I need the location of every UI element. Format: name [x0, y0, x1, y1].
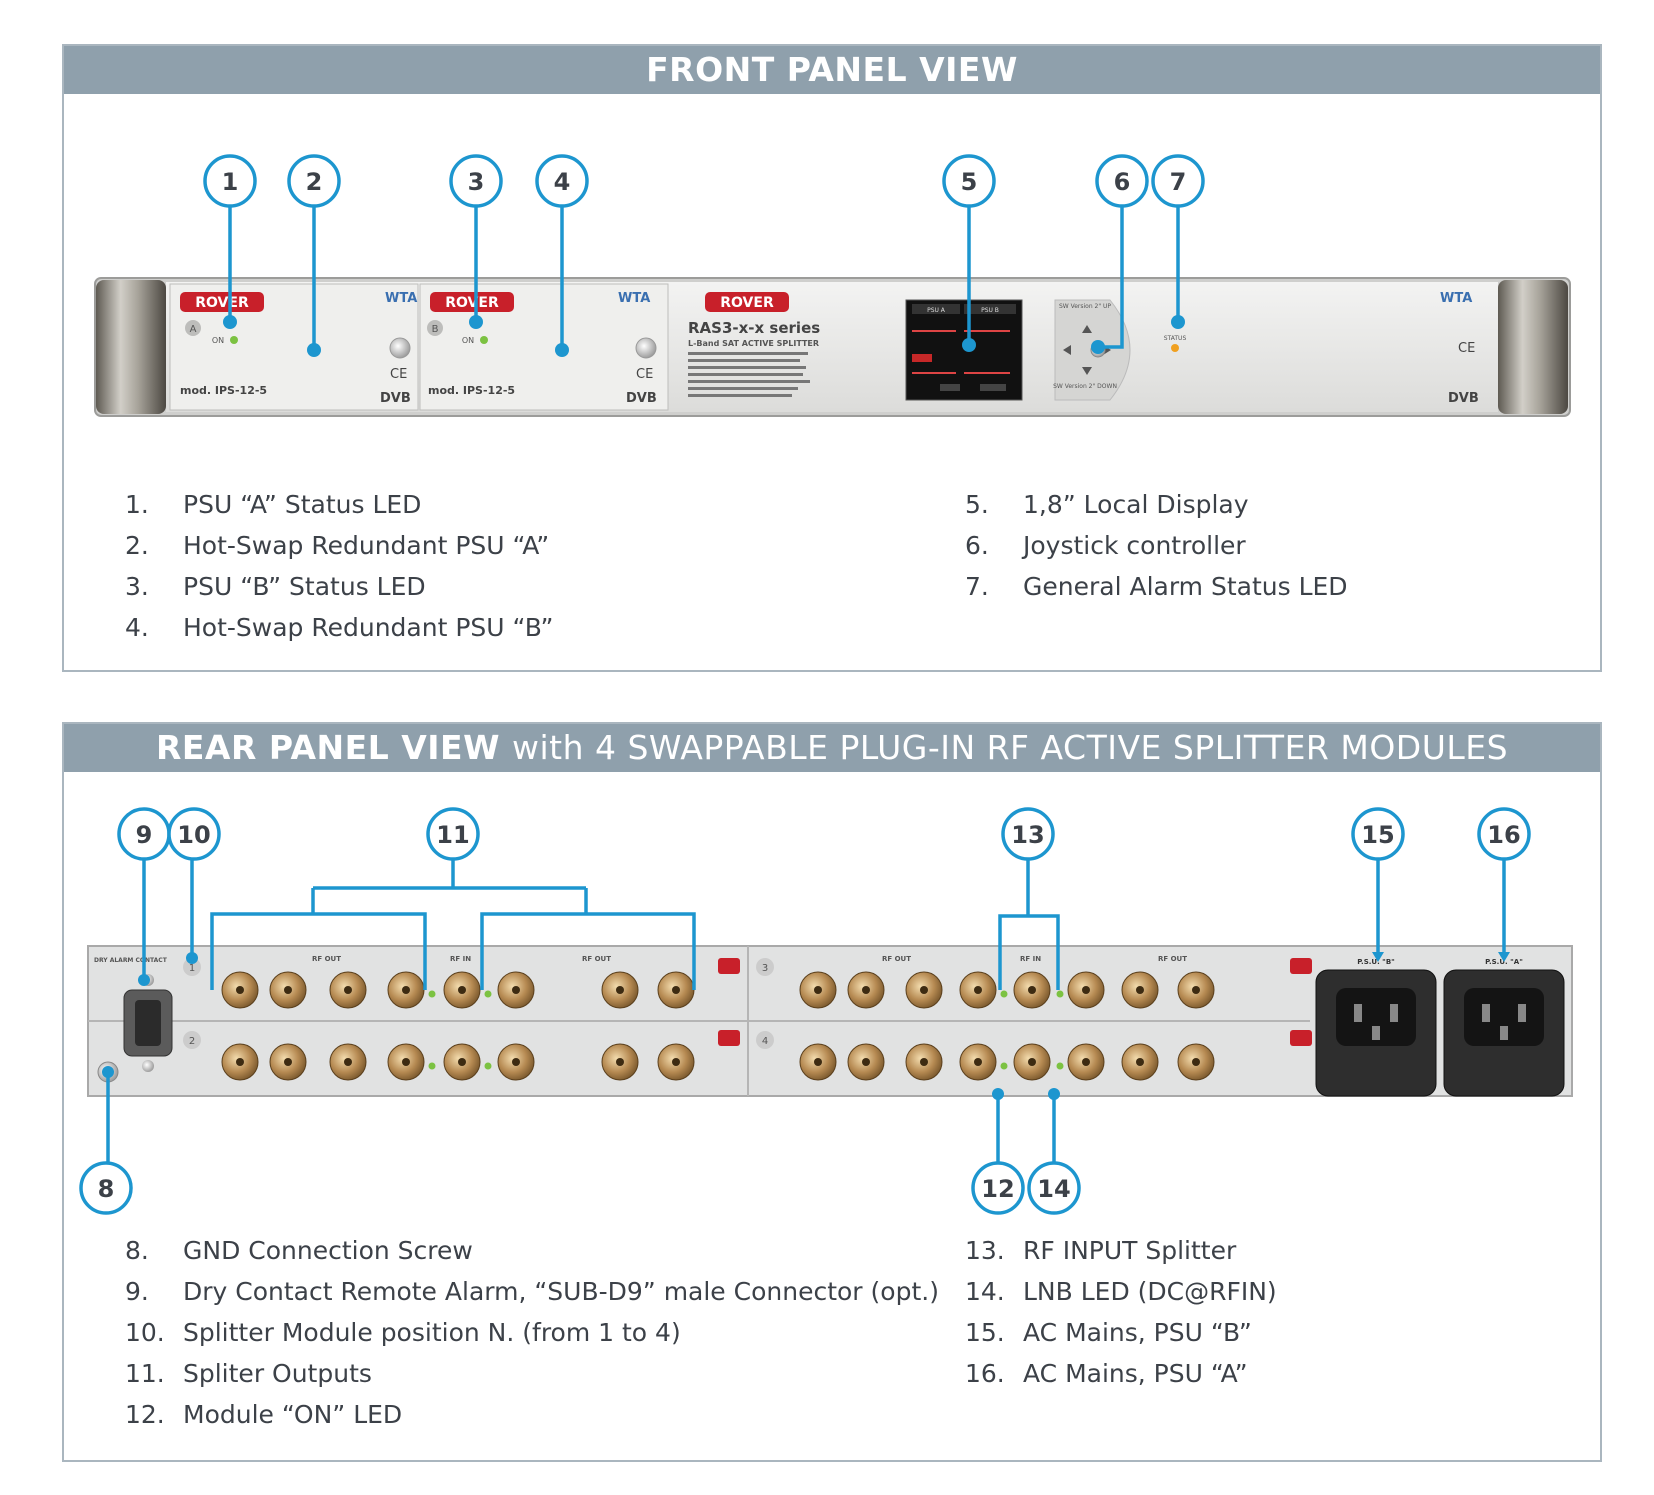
- callout-11: 11: [426, 807, 480, 861]
- rear-panel-title: REAR PANEL VIEW: [155, 728, 500, 767]
- callout-4: 4: [535, 154, 589, 208]
- svg-text:10: 10: [177, 821, 210, 849]
- front-callouts: 1 2 3 4 5 6 7: [203, 154, 1205, 208]
- callout-13: 13: [1001, 807, 1055, 861]
- dry-alarm-text: DRY ALARM CONTACT: [94, 957, 168, 964]
- rf-out-label-1: RF OUT: [312, 955, 341, 963]
- right-rack-handle: [1498, 280, 1568, 414]
- callout-12: 12: [971, 1161, 1025, 1215]
- brand-logo-main: ROVER: [720, 295, 774, 311]
- svg-text:1: 1: [222, 168, 239, 196]
- svg-text:12: 12: [981, 1175, 1014, 1203]
- ac-inlet-psu-b: P.S.U. "B": [1315, 958, 1437, 1097]
- front-legend-left: 1.PSU “A” Status LED 2.Hot-Swap Redundan…: [125, 490, 554, 642]
- rear-callout-arrows: [1372, 952, 1510, 962]
- callout-9: 9: [117, 807, 171, 861]
- svg-text:5: 5: [961, 168, 978, 196]
- status-text: STATUS: [1164, 335, 1187, 342]
- callout-1: 1: [203, 154, 257, 208]
- slot-4-tag: 4: [762, 1036, 768, 1047]
- svg-text:CE: CE: [636, 367, 653, 382]
- psu-b-on-text: ON: [462, 336, 474, 345]
- ac-inlet-psu-a: P.S.U. "A": [1443, 958, 1565, 1097]
- sw-down-text: SW Version 2" DOWN: [1053, 383, 1117, 390]
- svg-text:13: 13: [1011, 821, 1044, 849]
- psu-a-on-text: ON: [212, 336, 224, 345]
- callout-10: 10: [167, 807, 221, 861]
- svg-text:DVB: DVB: [626, 391, 657, 406]
- psu-b-inlet-label: P.S.U. "B": [1357, 958, 1395, 966]
- sw-up-text: SW Version 2" UP: [1059, 303, 1111, 310]
- brand-logo-b: ROVER: [445, 295, 499, 311]
- rear-legend-left: 8.GND Connection Screw 9.Dry Contact Rem…: [125, 1236, 939, 1429]
- svg-text:CE: CE: [1458, 341, 1475, 356]
- svg-text:6: 6: [1114, 168, 1131, 196]
- front-panel-header: FRONT PANEL VIEW: [64, 46, 1600, 94]
- slot-2-tag: 2: [189, 1036, 195, 1047]
- svg-text:DVB: DVB: [1448, 391, 1479, 406]
- psu-b-model-text: mod. IPS-12-5: [428, 384, 515, 397]
- rf-connectors: [221, 971, 1215, 1081]
- svg-text:CE: CE: [390, 367, 407, 382]
- svg-text:WTA: WTA: [1440, 291, 1472, 306]
- svg-text:2: 2: [306, 168, 323, 196]
- svg-text:3: 3: [468, 168, 485, 196]
- main-module: ROVER RAS3-x-x series L-Band SAT ACTIVE …: [688, 291, 1479, 406]
- callout-5: 5: [942, 154, 996, 208]
- rear-callout-lines: [106, 858, 1506, 1162]
- status-led: [1171, 344, 1179, 352]
- svg-text:14: 14: [1037, 1175, 1070, 1203]
- svg-text:11: 11: [436, 821, 469, 849]
- rf-out-label-3: RF OUT: [882, 955, 911, 963]
- rf-out-label-2: RF OUT: [582, 955, 611, 963]
- rf-in-label-1: RF IN: [450, 955, 471, 963]
- rear-callouts: 9 10 11 13 15 16 8 12 14: [79, 807, 1531, 1215]
- callout-7: 7: [1151, 154, 1205, 208]
- callout-2: 2: [287, 154, 341, 208]
- slot-3-tag: 3: [762, 963, 768, 974]
- rear-panel-header: REAR PANEL VIEW with 4 SWAPPABLE PLUG-IN …: [64, 724, 1600, 772]
- rear-legend-right: 13.RF INPUT Splitter 14.LNB LED (DC@RFIN…: [965, 1236, 1277, 1388]
- callout-16: 16: [1477, 807, 1531, 861]
- slot-1-tag: 1: [189, 963, 195, 974]
- callout-14: 14: [1027, 1161, 1081, 1215]
- psu-a-model-text: mod. IPS-12-5: [180, 384, 267, 397]
- callout-15: 15: [1351, 807, 1405, 861]
- callout-3: 3: [449, 154, 503, 208]
- rf-in-label-2: RF IN: [1020, 955, 1041, 963]
- device-subtitle-text: L-Band SAT ACTIVE SPLITTER: [688, 339, 819, 348]
- svg-text:WTA: WTA: [618, 291, 650, 306]
- front-device: ROVER A ON mod. IPS-12-5 WTA CE DVB ROVE…: [94, 277, 1571, 417]
- svg-text:9: 9: [136, 821, 153, 849]
- brand-logo-a: ROVER: [195, 295, 249, 311]
- svg-text:16: 16: [1487, 821, 1520, 849]
- psu-b-tag: B: [432, 324, 439, 335]
- front-panel-title: FRONT PANEL VIEW: [646, 50, 1018, 89]
- rear-device: DRY ALARM CONTACT 1 2 3 4 RF OUT RF IN R…: [87, 945, 1573, 1097]
- callout-6: 6: [1095, 154, 1149, 208]
- rear-callout-dots: [102, 952, 1060, 1100]
- display-psu-b-label: PSU B: [981, 307, 999, 314]
- display-psu-a-label: PSU A: [927, 307, 946, 314]
- svg-text:15: 15: [1361, 821, 1394, 849]
- rear-panel-subtitle: with 4 SWAPPABLE PLUG-IN RF ACTIVE SPLIT…: [511, 728, 1509, 767]
- left-rack-handle: [96, 280, 166, 414]
- front-legend-right: 5.1,8” Local Display 6.Joystick controll…: [965, 490, 1348, 601]
- svg-text:DVB: DVB: [380, 391, 411, 406]
- svg-text:WTA: WTA: [385, 291, 417, 306]
- local-display: [905, 299, 1023, 401]
- front-callout-lines: [228, 205, 1180, 350]
- device-model-text: RAS3-x-x series: [688, 319, 820, 337]
- front-callout-dots: [223, 315, 1185, 357]
- svg-text:4: 4: [554, 168, 571, 196]
- psu-a-module: ROVER A ON mod. IPS-12-5 WTA CE DVB: [169, 283, 419, 411]
- module-leds: [428, 990, 1064, 1070]
- svg-text:7: 7: [1170, 168, 1187, 196]
- psu-b-module: ROVER B ON mod. IPS-12-5 WTA CE DVB: [419, 283, 669, 411]
- rf-out-label-4: RF OUT: [1158, 955, 1187, 963]
- svg-text:8: 8: [98, 1175, 115, 1203]
- psu-a-tag: A: [190, 324, 197, 335]
- callout-8: 8: [79, 1161, 133, 1215]
